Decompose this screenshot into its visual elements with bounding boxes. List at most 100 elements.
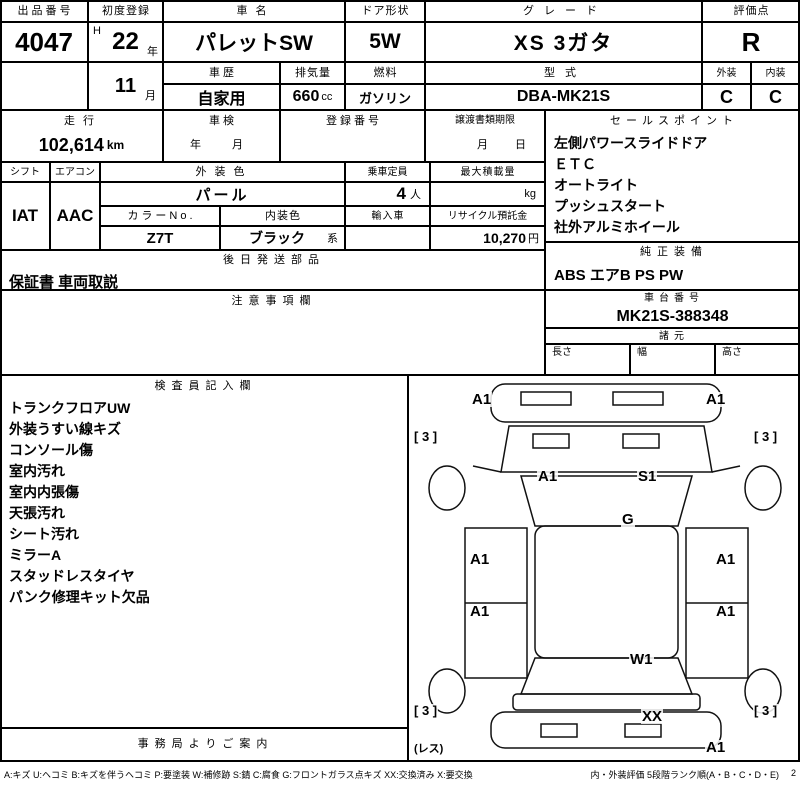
roof: [534, 525, 679, 659]
damage-mark: G: [621, 511, 635, 528]
first-reg-month: 11: [114, 74, 137, 97]
car-name-header: 車名: [163, 0, 345, 22]
first-reg-year: 22: [112, 28, 139, 55]
history-label: 車歴: [209, 67, 237, 79]
grade-header: グレード: [425, 0, 702, 22]
front-fender-line-left: [472, 465, 502, 473]
registration-no-cell: 登録番号: [280, 110, 425, 162]
inspection-note-item: コンソール傷: [9, 442, 93, 458]
legend-rank-note: 内・外装評価 5段階ランク順(A・B・C・D・E): [590, 770, 779, 780]
interior-score-cell: C: [751, 84, 800, 110]
inspection-note-item: 外装うすい線キズ: [9, 421, 121, 437]
transfer-deadline-value: 月 日: [477, 139, 534, 151]
history-header: 車歴: [163, 62, 280, 84]
sales-points-cell: セールスポイント 左側パワースライドドア ＥＴＣ オートライト プッシュスタート…: [545, 110, 800, 242]
rear-reflector-left: [540, 723, 578, 738]
notes-label: 注意事項欄: [231, 295, 317, 307]
spec-height-label: 高さ: [722, 347, 742, 358]
auction-no-value: 4047: [15, 26, 73, 57]
interior-score-header: 内装: [751, 62, 800, 84]
color-no-label: カラーNo.: [127, 210, 196, 222]
later-parts-label: 後日発送部品: [223, 254, 325, 266]
capacity-header: 乗車定員: [345, 162, 430, 182]
color-no-cell: Z7T: [100, 226, 220, 250]
recycle-unit: 円: [528, 233, 539, 245]
legend-codes: A:キズ U:ヘコミ B:キズを伴うヘコミ P:要塗装 W:補修跡 S:錆 C:…: [4, 770, 473, 780]
interior-color-label: 内装色: [265, 210, 301, 222]
model-code-header: 型式: [425, 62, 702, 84]
interior-color-value: ブラック: [249, 230, 305, 246]
chassis-no-value: MK21S-388348: [616, 308, 729, 325]
interior-score-value: C: [769, 86, 782, 107]
interior-color-header: 内装色: [220, 206, 345, 226]
spec-width-cell: 幅: [630, 344, 715, 375]
office-info-label: 事務局よりご案内: [137, 738, 274, 750]
transfer-deadline-cell: 譲渡書類期限 月 日: [425, 110, 545, 162]
spare-tire-less-mark: (レス): [413, 743, 445, 755]
score-header: 評価点: [702, 0, 800, 22]
tire-tread-mark: [ 3 ]: [413, 429, 439, 444]
capacity-label: 乗車定員: [367, 167, 408, 178]
model-code-cell: DBA-MK21S: [425, 84, 702, 110]
fuel-label: 燃料: [373, 67, 398, 79]
fuel-value: ガソリン: [358, 90, 411, 106]
sales-point-item: 左側パワースライドドア: [554, 135, 708, 151]
recycle-header: リサイクル預託金: [430, 206, 545, 226]
front-wheel-left: [428, 465, 466, 511]
exterior-score-label: 外装: [716, 68, 737, 79]
first-reg-year-cell: H 22 年: [88, 22, 163, 62]
inspection-note-item: シート汚れ: [9, 526, 79, 542]
inspection-note-item: スタッドレスタイヤ: [9, 568, 135, 584]
sales-point-item: 社外アルミホイール: [554, 219, 680, 235]
front-wheel-right: [744, 465, 782, 511]
damage-mark: W1: [629, 651, 654, 668]
capacity-cell: 4 人: [345, 182, 430, 206]
door-shape-cell: 5W: [345, 22, 425, 62]
interior-color-suffix: 系: [327, 233, 338, 245]
tire-tread-mark: [ 3 ]: [753, 703, 779, 718]
equipment-label: 純正装備: [640, 246, 708, 258]
hood: [500, 425, 713, 473]
mileage-label: 走行: [64, 115, 102, 127]
fuel-cell: ガソリン: [345, 84, 425, 110]
damage-mark: A1: [469, 603, 491, 620]
damage-mark: A1: [715, 551, 737, 568]
equipment-cell: 純正装備 ABS エアB PS PW: [545, 242, 800, 290]
exterior-score-value: C: [720, 86, 733, 107]
first-reg-month-unit: 月: [145, 90, 156, 102]
spec-label: 諸元: [659, 331, 689, 342]
max-load-header: 最大積載量: [430, 162, 545, 182]
aircon-header: エアコン: [50, 162, 100, 182]
first-reg-era: H: [93, 25, 101, 37]
fuel-header: 燃料: [345, 62, 425, 84]
car-outline-diagram: [428, 383, 782, 749]
shift-value: IAT: [11, 206, 39, 225]
model-code-value: DBA-MK21S: [516, 88, 611, 105]
hood-vent-left: [532, 433, 570, 449]
recycle-value: 10,270: [483, 230, 526, 246]
mileage-cell: 走行 102,614 km: [0, 110, 163, 162]
exterior-score-header: 外装: [702, 62, 751, 84]
later-parts-cell: 後日発送部品 保証書 車両取説: [0, 250, 545, 290]
interior-score-label: 内装: [765, 68, 786, 79]
color-no-value: Z7T: [146, 229, 174, 247]
score-label: 評価点: [733, 5, 770, 17]
max-load-label: 最大積載量: [460, 167, 516, 178]
rear-wheel-left: [428, 668, 466, 714]
shift-label: シフト: [10, 167, 40, 178]
door-shape-label: ドア形状: [361, 5, 410, 17]
spec-header: 諸元: [545, 328, 800, 344]
transfer-deadline-label: 譲渡書類期限: [455, 115, 515, 126]
equipment-value: ABS エアB PS PW: [554, 267, 684, 284]
front-fender-line-right: [711, 465, 741, 473]
door-shape-header: ドア形状: [345, 0, 425, 22]
tire-tread-mark: [ 3 ]: [753, 429, 779, 444]
exterior-color-label: 外装色: [195, 166, 253, 178]
notes-cell: 注意事項欄: [0, 290, 545, 375]
legend-page-number: 2: [790, 768, 796, 778]
model-code-label: 型式: [544, 67, 586, 79]
inspector-notes-list: トランクフロアUW 外装うすい線キズ コンソール傷 室内汚れ 室内内張傷 天張汚…: [1, 396, 407, 610]
first-reg-label: 初度登録: [102, 5, 150, 17]
first-reg-year-unit: 年: [147, 46, 158, 58]
inspector-notes-label: 検査員記入欄: [154, 380, 257, 392]
